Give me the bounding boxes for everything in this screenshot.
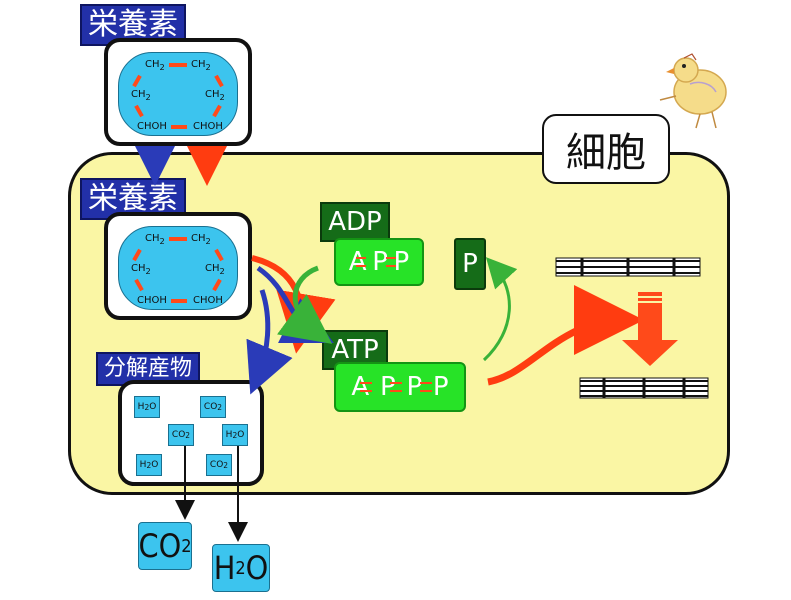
- muscle-fibers-contracted: [579, 377, 709, 399]
- contraction-arrow: [622, 292, 678, 366]
- adp-to-atp-arrow: [277, 265, 333, 344]
- nutrient-frame-inner: CH2 CH2 CH2 CH2 CHOH CHOH: [104, 212, 252, 320]
- adp-label: ADP: [320, 202, 390, 242]
- atp-chain-p2: P: [406, 372, 423, 402]
- energy-to-muscle-arrow: [487, 285, 644, 386]
- atom: CHOH: [137, 295, 167, 306]
- atom: CHOH: [193, 121, 223, 132]
- cell-label: 細胞: [542, 114, 670, 184]
- adp-chain-p2: P: [393, 247, 410, 277]
- atp-chain: A P P P: [334, 362, 466, 412]
- bond: [169, 237, 187, 241]
- phosphate-box: P: [454, 238, 486, 290]
- atom: CHOH: [137, 121, 167, 132]
- bond: [171, 125, 187, 129]
- breakdown-arrow-blue-2: [246, 289, 293, 395]
- atp-bonds: [360, 382, 432, 392]
- atom: CH2: [131, 263, 151, 276]
- chick-illustration: [659, 53, 727, 129]
- adp-bonds: [356, 257, 396, 267]
- atom: CH2: [131, 89, 151, 102]
- adp-chain: A P P: [334, 238, 424, 286]
- nutrient-molecule-top: CH2 CH2 CH2 CH2 CHOH CHOH: [118, 52, 238, 136]
- atom: CHOH: [193, 295, 223, 306]
- adp-chain-a: A: [348, 247, 367, 277]
- nutrient-molecule-inner: CH2 CH2 CH2 CH2 CHOH CHOH: [118, 226, 238, 310]
- atp-chain-p3: P: [432, 372, 449, 402]
- atom: CH2: [191, 59, 211, 72]
- muscle-fibers-relaxed: [555, 257, 701, 277]
- atom: CH2: [145, 233, 165, 246]
- atom: CH2: [191, 233, 211, 246]
- atom: CH2: [205, 263, 225, 276]
- atp-to-p-arrow: [482, 257, 518, 362]
- atp-chain-a: A: [351, 372, 370, 402]
- atom: CH2: [145, 59, 165, 72]
- nutrient-frame-top: CH2 CH2 CH2 CH2 CHOH CHOH: [104, 38, 252, 146]
- bond: [171, 299, 187, 303]
- adp-chain-p1: P: [372, 247, 388, 277]
- atom: CH2: [205, 89, 225, 102]
- bond: [169, 63, 187, 67]
- atp-chain-p1: P: [379, 372, 396, 402]
